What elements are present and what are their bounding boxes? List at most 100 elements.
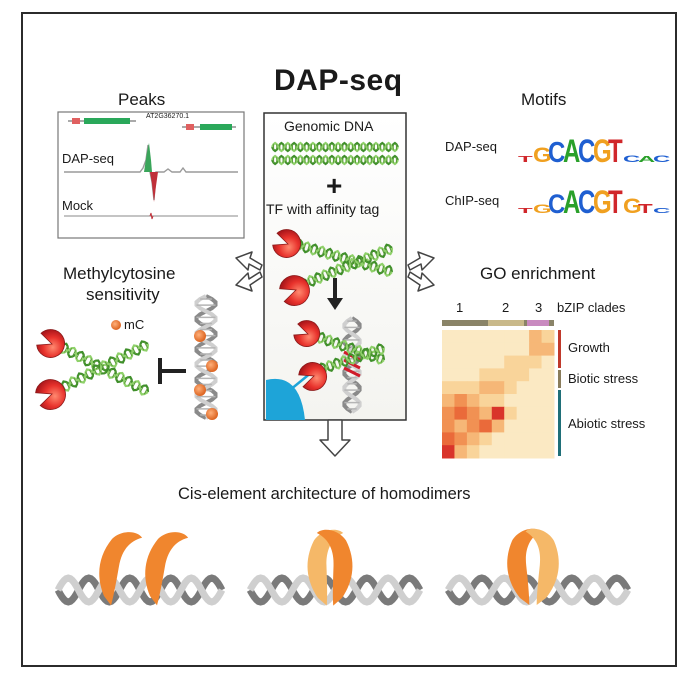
dna-base-pair	[337, 359, 341, 367]
mc-dot	[206, 360, 218, 372]
homodimer-monomer	[99, 532, 143, 606]
heatmap-cell	[442, 368, 455, 382]
dna-base-pair	[89, 369, 94, 377]
mc-label: mC	[124, 317, 145, 332]
heatmap-cell	[516, 368, 530, 382]
heatmap-cell	[479, 355, 493, 369]
heatmap-cell	[516, 342, 530, 357]
dna-base-pair	[388, 267, 392, 275]
dna-base-pair	[318, 247, 322, 255]
dna-base-pair	[107, 368, 113, 376]
heatmap-cell	[516, 419, 530, 433]
heatmap-cell	[504, 381, 518, 395]
heatmap-cell	[479, 419, 493, 433]
heatmap-cell	[529, 445, 543, 459]
dna-base-pair	[299, 242, 303, 250]
logo-letter: C	[653, 206, 671, 214]
genomic-dna-strand	[271, 141, 399, 153]
outgoing-arrows	[235, 251, 435, 457]
heatmap-cell	[491, 330, 505, 344]
heatmap-cell	[442, 330, 455, 344]
heatmap-cell	[529, 419, 543, 433]
dna-base-pair	[373, 347, 377, 355]
heatmap-cell	[479, 330, 493, 344]
dna-base-pair	[329, 250, 333, 258]
heatmap-cell	[442, 419, 455, 433]
homodimer-monomer	[507, 528, 541, 606]
heatmap-cell	[541, 381, 555, 395]
heatmap-cell	[529, 355, 543, 369]
tf-affinity-label: TF with affinity tag	[266, 201, 380, 217]
heatmap-cell	[466, 330, 480, 344]
dna-base-pair	[370, 252, 375, 260]
logo-letter: T	[638, 201, 653, 216]
peaks-panel	[57, 111, 245, 239]
heatmap-cell	[504, 355, 518, 369]
clade2-bar	[488, 320, 524, 326]
heatmap-cell	[491, 419, 505, 433]
dna-base-pair	[347, 256, 351, 264]
dna-base-pair	[67, 348, 73, 355]
dna-base-pair	[377, 346, 381, 354]
dna-base-pair	[116, 355, 121, 363]
peaks-heading: Peaks	[118, 90, 166, 109]
heatmap-cell	[479, 342, 493, 357]
abiotic-label: Abiotic stress	[568, 416, 646, 431]
dna-base-pair	[321, 335, 325, 343]
heatmap-cell	[479, 368, 493, 382]
heatmap-cell	[466, 368, 480, 382]
dna-base-pair	[93, 367, 98, 375]
heatmap-cell	[442, 406, 455, 421]
dna-base-pair	[310, 245, 314, 253]
heatmap-cell	[541, 432, 555, 446]
dna-base-pair	[347, 344, 351, 352]
dna-base-pair	[303, 243, 307, 251]
mc-dot	[206, 408, 218, 420]
dna-base-pair	[363, 255, 368, 263]
dna-base-pair	[314, 246, 318, 254]
heatmap-cell	[504, 406, 518, 421]
mock-track-label: Mock	[62, 198, 94, 213]
heatmap-cell	[454, 419, 468, 433]
mock-track-noise	[149, 212, 154, 220]
dna-base-pair	[83, 356, 89, 364]
heatmap-cell	[516, 355, 530, 369]
dna-base-pair	[336, 252, 340, 260]
logo-letter: T	[518, 206, 533, 214]
dna-base-pair	[359, 352, 363, 360]
logo-letter: C	[653, 153, 670, 164]
dna-base-pair	[381, 248, 386, 256]
arrow-upleft-out	[235, 251, 263, 271]
clade-1-label: 1	[456, 300, 464, 315]
heatmap-cell	[491, 342, 505, 357]
heatmap-cell	[516, 381, 530, 395]
dna-base-pair	[104, 361, 109, 369]
dna-base-pair	[377, 249, 382, 257]
dna-base-pair	[91, 360, 97, 368]
monomer-shape	[525, 528, 559, 606]
heatmap-cell	[454, 342, 468, 357]
dna-base-pair	[366, 349, 370, 357]
dap-track-label: DAP-seq	[62, 151, 115, 166]
dna-base-pair	[348, 355, 352, 363]
heatmap-cell	[516, 432, 530, 446]
dna-base-pair	[325, 270, 330, 278]
dna-base-pair	[111, 370, 117, 378]
dna-base-pair	[339, 341, 344, 349]
logo-letter: T	[608, 185, 623, 221]
heatmap-cell	[529, 394, 543, 408]
dna-base-pair	[115, 373, 121, 380]
heatmap-cell	[491, 381, 505, 395]
gene-exon	[186, 124, 194, 130]
heatmap-cell	[479, 394, 493, 408]
arrow-downleft-out	[235, 271, 263, 292]
heatmap-cell	[529, 330, 543, 344]
main-title: DAP-seq	[274, 64, 403, 97]
tf-body	[298, 362, 327, 391]
heatmap-cell	[504, 445, 518, 459]
dna-base-pair	[307, 278, 312, 286]
dna-base-pair	[73, 377, 78, 385]
go-heading: GO enrichment	[480, 264, 596, 283]
